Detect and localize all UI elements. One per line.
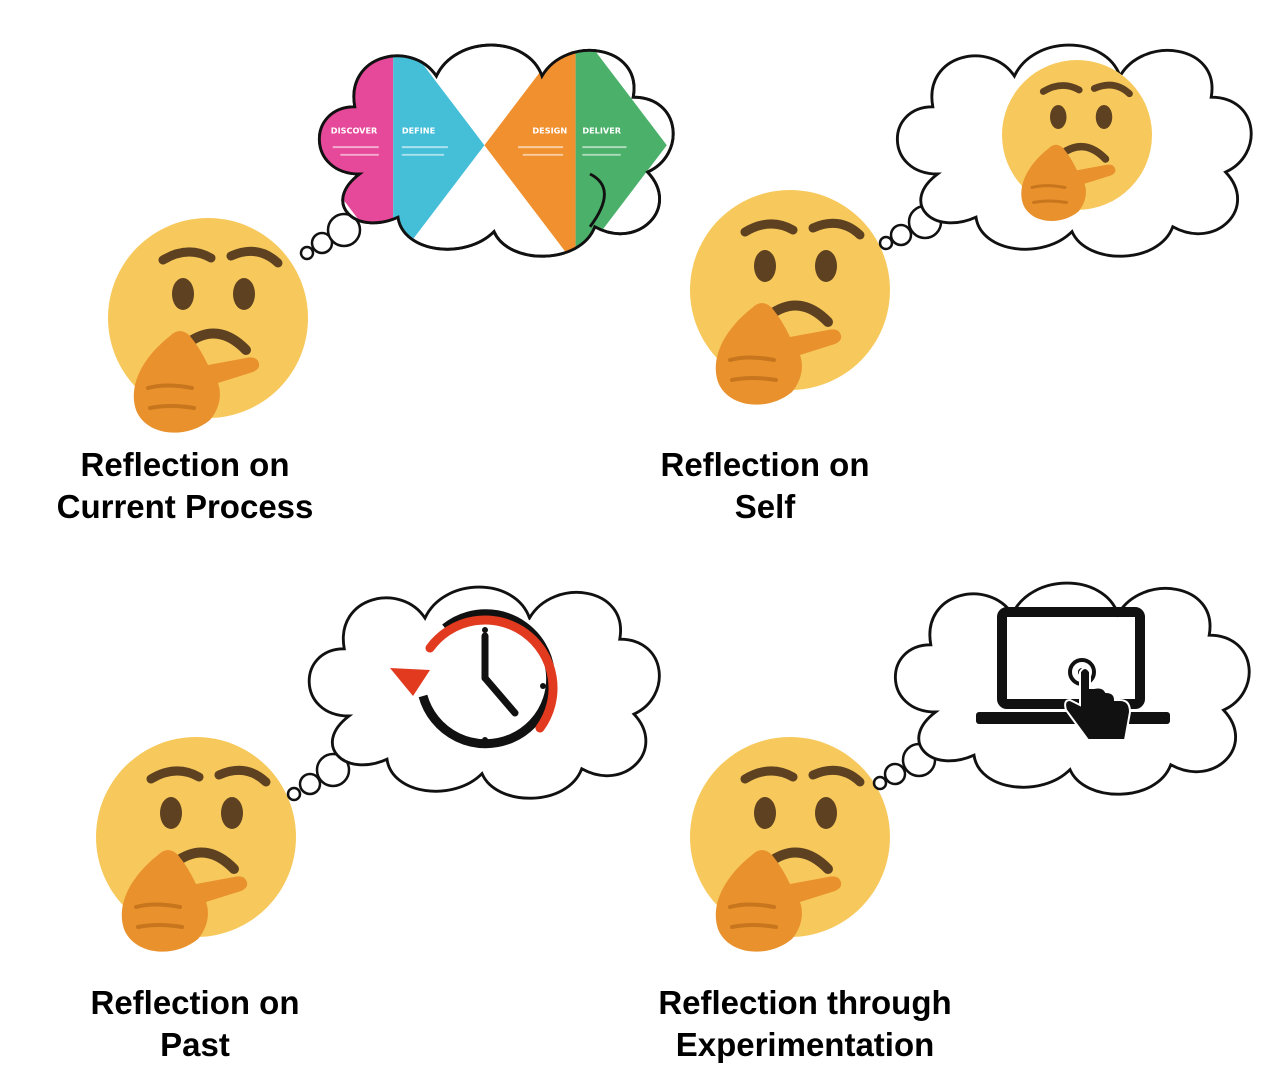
clock-history-icon — [390, 605, 558, 751]
caption-line: Experimentation — [675, 1026, 935, 1063]
thinking-face-icon — [96, 737, 296, 952]
double-diamond-icon: DISCOVER DEFINE DESIGN DELIVER — [319, 45, 667, 257]
dd-label-deliver: DELIVER — [582, 126, 621, 136]
caption-line: Reflection on — [80, 446, 290, 483]
caption-line: Self — [734, 488, 796, 525]
caption-experimentation: Reflection through Experimentation — [610, 982, 1000, 1066]
thinking-face-icon — [690, 190, 890, 405]
laptop-click-icon — [976, 607, 1170, 741]
thought-cloud: DISCOVER DEFINE DESIGN DELIVER — [317, 43, 675, 258]
panel-self — [690, 43, 1253, 405]
caption-self: Reflection on Self — [610, 444, 920, 528]
dd-label-design: DESIGN — [532, 126, 567, 136]
panel-experimentation — [690, 581, 1251, 952]
thinking-face-icon — [108, 218, 308, 433]
caption-line: Reflection through — [658, 984, 952, 1021]
caption-line: Current Process — [56, 488, 314, 525]
caption-current-process: Reflection on Current Process — [30, 444, 340, 528]
thought-bubble-trail — [286, 752, 351, 802]
caption-line: Reflection on — [660, 446, 870, 483]
caption-past: Reflection on Past — [40, 982, 350, 1066]
dd-label-discover: DISCOVER — [331, 126, 378, 136]
thinking-face-icon — [690, 737, 890, 952]
panel-past — [96, 585, 661, 952]
caption-line: Reflection on — [90, 984, 300, 1021]
dd-label-define: DEFINE — [402, 126, 435, 136]
caption-line: Past — [160, 1026, 230, 1063]
thought-bubble-trail — [299, 212, 362, 261]
panel-current-process: DISCOVER DEFINE DESIGN DELIVER — [108, 43, 675, 433]
